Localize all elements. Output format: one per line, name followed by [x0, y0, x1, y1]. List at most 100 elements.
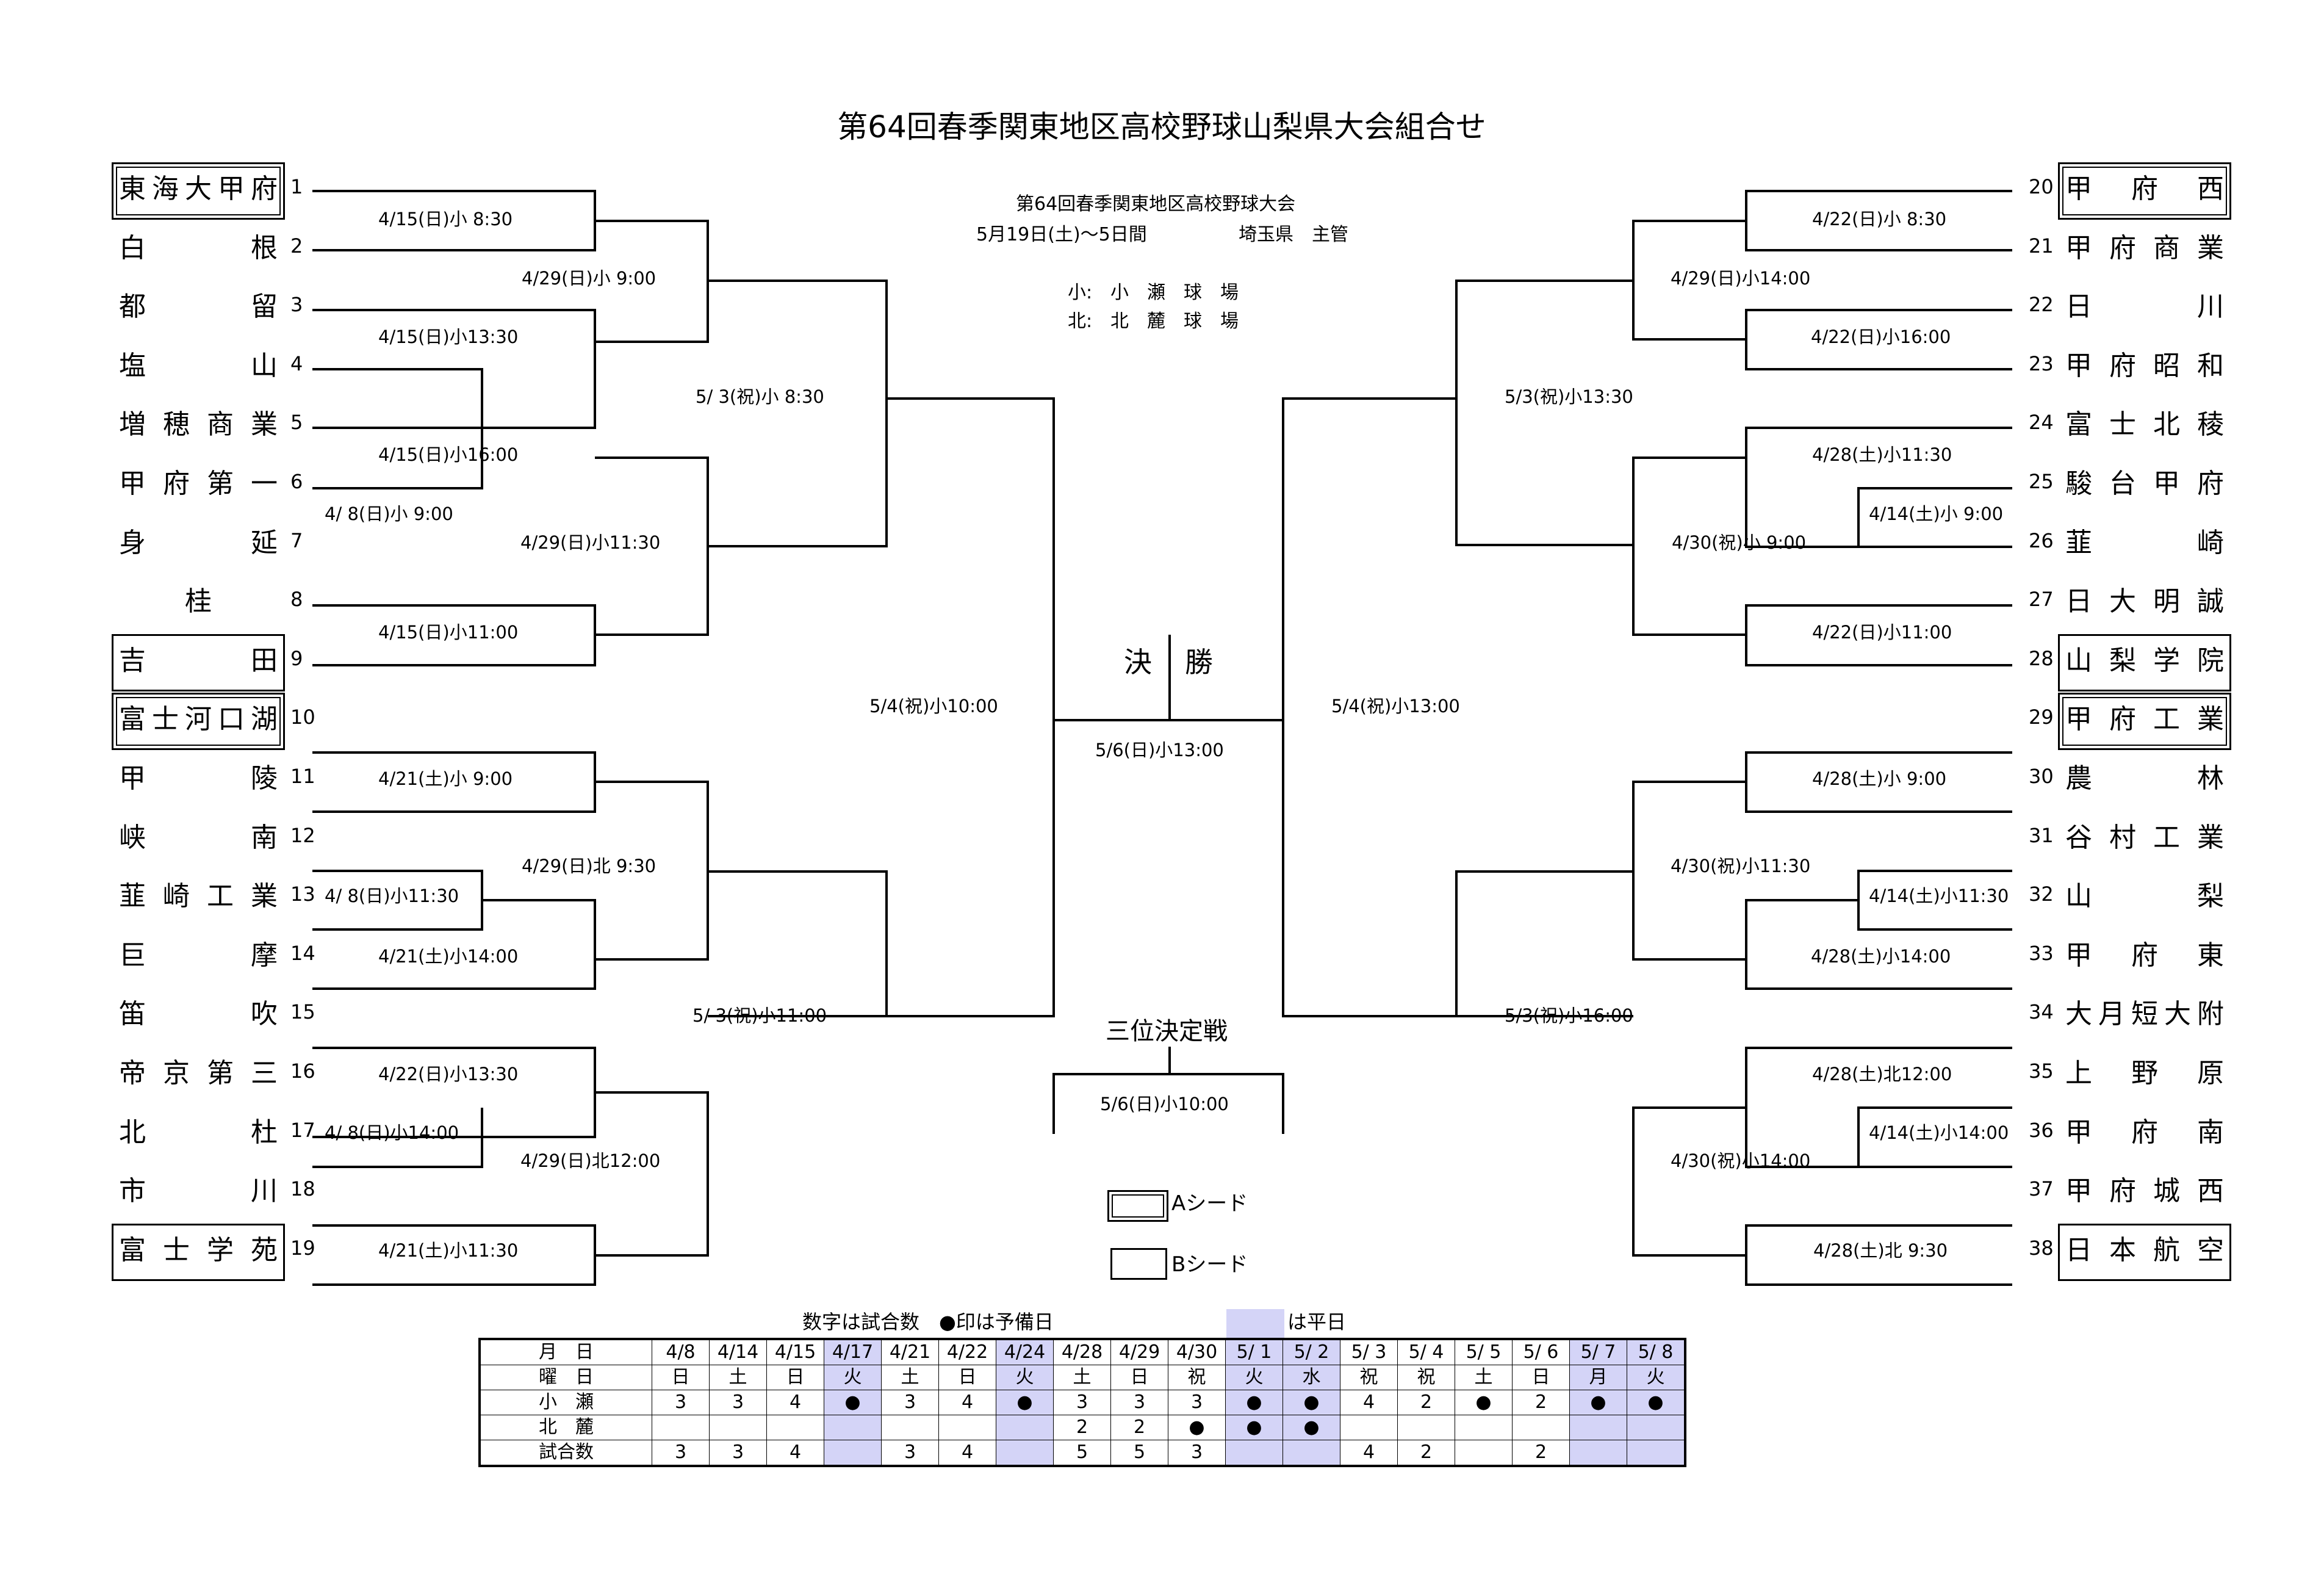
- match-label-r31_32: 4/14(土)小11:30: [1869, 886, 2009, 906]
- match-label-r32_33: 4/28(土)小14:00: [1811, 946, 1951, 967]
- match-label-r35_36: 4/14(土)小14:00: [1869, 1122, 2009, 1143]
- schedule-row-label: 試合数: [479, 1440, 652, 1467]
- schedule-cell: [652, 1415, 710, 1440]
- schedule-cell: 2: [1110, 1415, 1168, 1440]
- match-label-r22_23: 4/22(日)小16:00: [1811, 327, 1951, 347]
- schedule-cell: [824, 1440, 882, 1467]
- schedule-cell: 5/ 6: [1512, 1338, 1570, 1365]
- schedule-cell: 4/28: [1053, 1338, 1111, 1365]
- right-team-20: 甲府西: [2065, 173, 2224, 204]
- left-team-num-2: 2: [290, 234, 303, 258]
- left-seed-box-10: [112, 693, 285, 751]
- match-label-l15_19: 4/29(日)北12:00: [520, 1150, 661, 1171]
- left-team-num-11: 11: [290, 765, 315, 788]
- schedule-cell: ●: [1569, 1390, 1627, 1415]
- a-seed-label: Aシード: [1171, 1191, 1248, 1216]
- info-host: 埼玉県 主管: [1239, 224, 1348, 245]
- venue2-code: 北:: [1068, 311, 1093, 332]
- left-team-num-16: 16: [290, 1059, 315, 1083]
- right-team-32: 山梨: [2065, 881, 2224, 912]
- weekday-swatch: [1226, 1309, 1284, 1338]
- schedule-cell: [1627, 1440, 1686, 1467]
- left-team-num-15: 15: [290, 1000, 315, 1024]
- left-team-19: 富士学苑: [119, 1234, 278, 1266]
- schedule-cell: 3: [652, 1390, 710, 1415]
- schedule-cell: 日: [1110, 1365, 1168, 1390]
- left-team-16: 帝京第三: [119, 1058, 278, 1089]
- schedule-cell: [824, 1415, 882, 1440]
- schedule-cell: 3: [1168, 1390, 1226, 1415]
- schedule-cell: 火: [824, 1365, 882, 1390]
- schedule-cell: ●: [1455, 1390, 1513, 1415]
- match-label-l3_4: 4/15(日)小13:30: [378, 327, 519, 347]
- schedule-cell: [1627, 1415, 1686, 1440]
- right-team-num-20: 20: [2029, 175, 2054, 198]
- schedule-cell: 土: [881, 1365, 939, 1390]
- right-team-33: 甲府東: [2065, 939, 2224, 971]
- schedule-row-label: 北 麓: [479, 1415, 652, 1440]
- left-team-11: 甲陵: [119, 763, 278, 794]
- schedule-cell: 3: [1110, 1390, 1168, 1415]
- right-team-23: 甲府昭和: [2065, 350, 2224, 381]
- right-team-num-24: 24: [2029, 411, 2054, 435]
- schedule-cell: 4/29: [1110, 1338, 1168, 1365]
- right-team-31: 谷村工業: [2065, 821, 2224, 853]
- weekday-note: は平日: [1287, 1310, 1347, 1334]
- right-team-30: 農林: [2065, 763, 2224, 794]
- right-team-num-35: 35: [2029, 1059, 2054, 1083]
- schedule-cell: ●: [1283, 1415, 1340, 1440]
- schedule-cell: 土: [1053, 1365, 1111, 1390]
- schedule-cell: 4: [1340, 1390, 1398, 1415]
- left-team-5: 増穂商業: [119, 409, 278, 441]
- match-label-r20_21: 4/22(日)小 8:30: [1812, 209, 1947, 229]
- schedule-cell: 4/21: [881, 1338, 939, 1365]
- schedule-cell: 2: [1512, 1440, 1570, 1467]
- schedule-cell: 4/22: [938, 1338, 996, 1365]
- left-seed-box-9: [112, 633, 285, 691]
- schedule-cell: [938, 1415, 996, 1440]
- schedule-cell: 2: [1053, 1415, 1111, 1440]
- page-title: 第64回春季関東地区高校野球山梨県大会組合せ: [837, 109, 1486, 145]
- match-label-r34_38: 4/30(祝)小14:00: [1671, 1150, 1811, 1171]
- right-team-num-31: 31: [2029, 823, 2054, 847]
- schedule-cell: 土: [709, 1365, 767, 1390]
- match-label-l2_q: 5/ 3(祝)小11:00: [693, 1005, 827, 1026]
- schedule-cell: 5: [1110, 1440, 1168, 1467]
- left-team-num-7: 7: [290, 529, 303, 552]
- third-place-label: 三位決定戦: [1106, 1017, 1228, 1045]
- left-team-num-1: 1: [290, 175, 303, 198]
- schedule-cell: 3: [709, 1390, 767, 1415]
- right-team-22: 日川: [2065, 291, 2224, 323]
- schedule-cell: 5/ 8: [1627, 1338, 1686, 1365]
- schedule-cell: 4: [938, 1390, 996, 1415]
- schedule-cell: 5/ 7: [1569, 1338, 1627, 1365]
- match-label-l18_19: 4/21(土)小11:30: [378, 1240, 519, 1261]
- schedule-row-label: 月 日: [479, 1338, 652, 1365]
- match-label-r25_26: 4/14(土)小 9:00: [1869, 503, 2004, 524]
- schedule-cell: 4: [766, 1440, 824, 1467]
- right-team-num-22: 22: [2029, 293, 2054, 317]
- schedule-cell: [996, 1415, 1054, 1440]
- match-label-l8_9: 4/15(日)小11:00: [378, 622, 519, 643]
- schedule-cell: 日: [766, 1365, 824, 1390]
- match-label-l10_14: 4/29(日)北 9:30: [522, 856, 657, 876]
- left-team-17: 北杜: [119, 1116, 278, 1148]
- match-label-l13_14: 4/21(土)小14:00: [378, 946, 519, 967]
- left-team-num-9: 9: [290, 646, 303, 670]
- schedule-cell: 5/ 1: [1225, 1338, 1283, 1365]
- schedule-cell: [1397, 1415, 1455, 1440]
- schedule-row-label: 曜 日: [479, 1365, 652, 1390]
- schedule-cell: 4/15: [766, 1338, 824, 1365]
- left-team-15: 笛吹: [119, 998, 278, 1030]
- right-team-num-36: 36: [2029, 1118, 2054, 1142]
- schedule-cell: [1225, 1440, 1283, 1467]
- left-team-num-10: 10: [290, 706, 315, 729]
- right-team-29: 甲府工業: [2065, 704, 2224, 735]
- schedule-cell: 2: [1397, 1440, 1455, 1467]
- left-team-num-6: 6: [290, 470, 303, 493]
- a-seed-swatch: [1107, 1190, 1168, 1222]
- right-team-num-38: 38: [2029, 1236, 2054, 1260]
